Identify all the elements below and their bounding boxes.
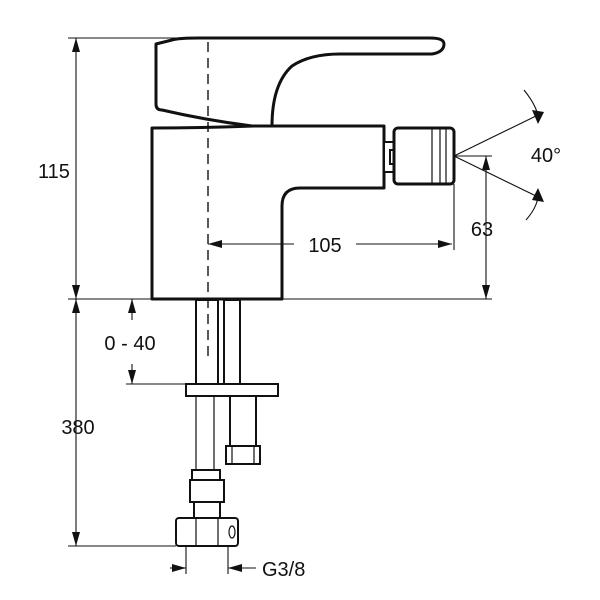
- label-spout-reach: 105: [308, 235, 341, 257]
- label-spray-angle: 40°: [531, 145, 561, 167]
- faucet-body: [150, 124, 386, 301]
- label-hose-length: 380: [61, 417, 94, 439]
- dimension-hose-length: 380: [61, 299, 176, 547]
- dimension-spout-height: 63: [454, 155, 493, 299]
- dimension-connection-thread: G3/8: [170, 546, 305, 581]
- spout-nozzle: [383, 126, 456, 186]
- dimension-spout-reach: 105: [208, 184, 455, 257]
- dimension-spray-angle: 40°: [453, 89, 561, 221]
- supply-pipes: [175, 299, 279, 547]
- label-countertop-thickness: 0 - 40: [104, 333, 155, 355]
- label-connection-thread: G3/8: [262, 559, 305, 581]
- dimension-total-height: 115: [38, 37, 200, 299]
- lever-handle: [154, 36, 446, 128]
- label-total-height: 115: [38, 161, 70, 183]
- dimension-countertop-thickness: 0 - 40: [104, 299, 186, 385]
- label-spout-height: 63: [471, 219, 493, 241]
